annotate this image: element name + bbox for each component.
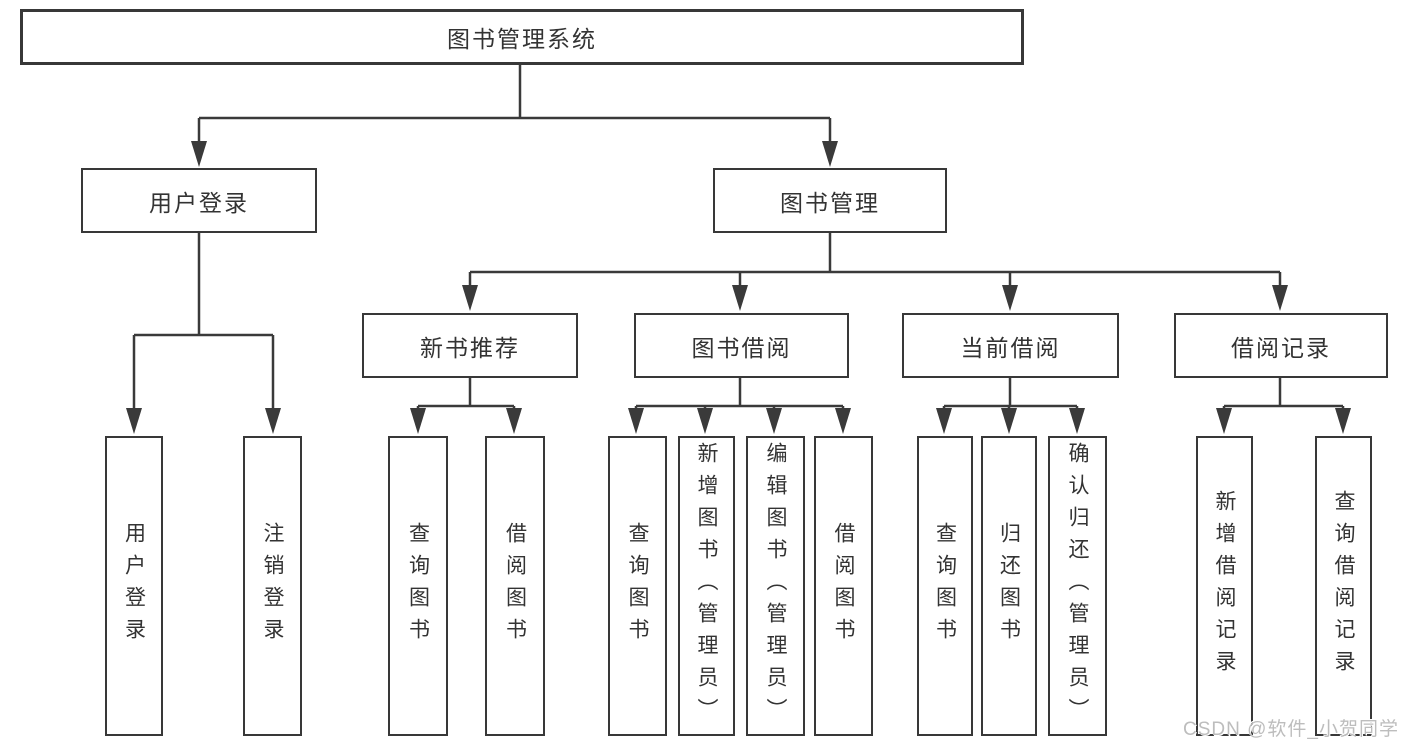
leaf-edit-book-admin: 编辑图书（管理员） <box>746 436 805 736</box>
leaf-add-book-admin: 新增图书（管理员） <box>678 436 735 736</box>
leaf-confirm-return-admin: 确认归还（管理员） <box>1048 436 1107 736</box>
leaf-return-book: 归还图书 <box>981 436 1037 736</box>
node-book-borrow: 图书借阅 <box>634 313 849 378</box>
leaf-query-books-recommend: 查询图书 <box>388 436 448 736</box>
watermark: CSDN @软件_小贺同学 <box>1183 719 1399 740</box>
leaf-query-books-current: 查询图书 <box>917 436 973 736</box>
leaf-query-books-borrow: 查询图书 <box>608 436 667 736</box>
leaf-borrow-books-recommend: 借阅图书 <box>485 436 545 736</box>
leaf-borrow-books: 借阅图书 <box>814 436 873 736</box>
leaf-logout: 注销登录 <box>243 436 302 736</box>
leaf-user-login: 用户登录 <box>105 436 163 736</box>
node-root: 图书管理系统 <box>20 9 1024 65</box>
leaf-query-borrow-record: 查询借阅记录 <box>1315 436 1372 736</box>
leaf-add-borrow-record: 新增借阅记录 <box>1196 436 1253 736</box>
node-borrow-records: 借阅记录 <box>1174 313 1388 378</box>
node-book-management: 图书管理 <box>713 168 947 233</box>
node-user-login: 用户登录 <box>81 168 317 233</box>
node-current-borrow: 当前借阅 <box>902 313 1119 378</box>
node-new-book-recommend: 新书推荐 <box>362 313 578 378</box>
